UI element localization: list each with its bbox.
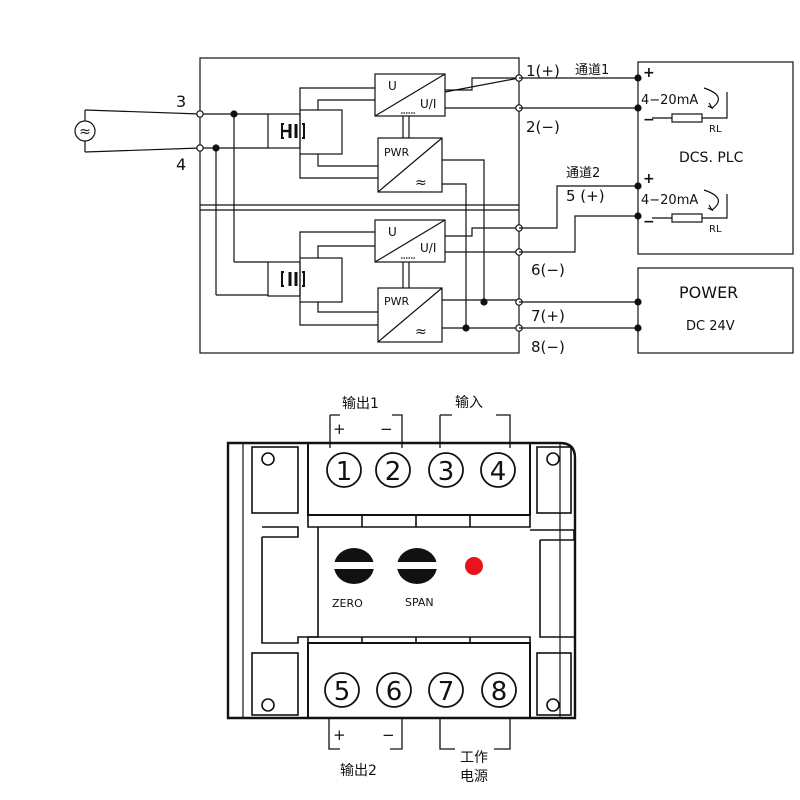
converter-ui-label: U/I [420,241,436,255]
device-housing [226,441,577,720]
terminal-label-6: 6(−) [531,261,565,279]
mount-screw-tl [261,452,275,466]
terminal-label-2: 2(−) [526,118,560,136]
input-node-4 [196,144,204,152]
output1-plus: + [333,420,346,438]
channel1-label: 通道1 [575,63,609,78]
pwr-label: PWR [384,146,410,159]
power-title: POWER [679,283,738,302]
input-terminal-4: 4 [176,155,186,174]
rl-label-1: RL [709,124,722,135]
converter-ui-label: U/I [420,97,436,111]
plc-box: + − 4−20mA RL DCS. PLC + − 4−20mA RL [637,61,794,255]
mount-screw-br [546,698,560,712]
terminal-7[interactable]: 7 [428,672,464,708]
wiring-diagram: ≈ 3 4 [74,57,794,356]
bottom-labels: + − 输出2 工作 电源 [328,718,511,785]
terminal-number: 4 [490,457,507,487]
output2-minus: − [382,726,395,744]
converter-bottom: U U/I [374,219,446,263]
terminal-number: 6 [386,677,403,707]
zero-potentiometer[interactable] [333,548,375,584]
power-label: 电源 [460,769,488,785]
converter-u-label: U [388,79,397,93]
terminal-6[interactable]: 6 [376,672,412,708]
power-box: POWER DC 24V [637,267,794,354]
plc-minus-2: − [643,214,655,230]
span-label: SPAN [405,596,434,609]
terminal-number: 8 [491,677,508,707]
mount-screw-tr [546,452,560,466]
device-front-view: 输出1 输入 + − [226,395,577,720]
ac-symbol: ≈ [79,124,91,140]
zero-label: ZERO [332,597,363,610]
bottom-terminals: 5 6 7 8 [324,672,517,708]
bottom-terminal-block [307,642,531,719]
terminal-number: 7 [438,677,455,707]
input-node-3 [196,110,204,118]
isolation-transformer-bottom [267,257,343,303]
span-potentiometer[interactable] [396,548,438,584]
mount-block-tr [536,446,572,514]
terminal-label-1: 1(+) [526,62,560,80]
terminal-number: 3 [438,457,455,487]
pwr-label: PWR [384,295,410,308]
plc-plus-1: + [643,65,655,81]
plc-minus-1: − [643,112,655,128]
output1-minus: − [380,420,393,438]
terminal-label-5: 5 (+) [566,187,605,205]
loop-current-2: 4−20mA [641,193,698,208]
converter-top: U U/I [374,73,446,117]
pwr-wave: ≈ [415,175,427,191]
terminal-2[interactable]: 2 [375,452,411,488]
terminal-1[interactable]: 1 [326,452,362,488]
junction-dot [462,324,470,332]
terminal-number: 1 [336,457,353,487]
loop-current-1: 4−20mA [641,93,698,108]
terminal-4[interactable]: 4 [480,452,516,488]
pwr-module-bottom: PWR ≈ [377,287,443,343]
input-terminal-3: 3 [176,92,186,111]
top-terminal-block [307,442,531,516]
junction-dot [480,298,488,306]
plc-plus-2: + [643,171,655,187]
mount-block-bl [251,652,299,716]
pwr-wave: ≈ [415,324,427,340]
terminal-5[interactable]: 5 [324,672,360,708]
terminal-number: 2 [385,457,402,487]
terminal-3[interactable]: 3 [428,452,464,488]
output1-label: 输出1 [342,396,379,412]
channel2-label: 通道2 [566,166,600,181]
mount-screw-bl [261,698,275,712]
terminal-label-8: 8(−) [531,338,565,356]
output2-plus: + [333,726,346,744]
plc-label: DCS. PLC [679,150,744,166]
rl-label-2: RL [709,224,722,235]
terminal-number: 5 [334,677,351,707]
converter-u-label: U [388,225,397,239]
isolation-transformer-top [267,109,343,155]
ac-source-icon: ≈ [74,109,201,153]
power-value: DC 24V [686,319,735,334]
work-label: 工作 [460,750,488,766]
top-terminals: 1 2 3 4 [326,452,516,488]
mount-block-tl [251,446,299,514]
pwr-module-top: PWR ≈ [377,137,443,193]
output2-label: 输出2 [340,763,377,779]
mount-block-br [536,652,572,716]
terminal-label-7: 7(+) [531,307,565,325]
input-label: 输入 [455,395,483,411]
terminal-8[interactable]: 8 [481,672,517,708]
status-led [465,557,483,575]
